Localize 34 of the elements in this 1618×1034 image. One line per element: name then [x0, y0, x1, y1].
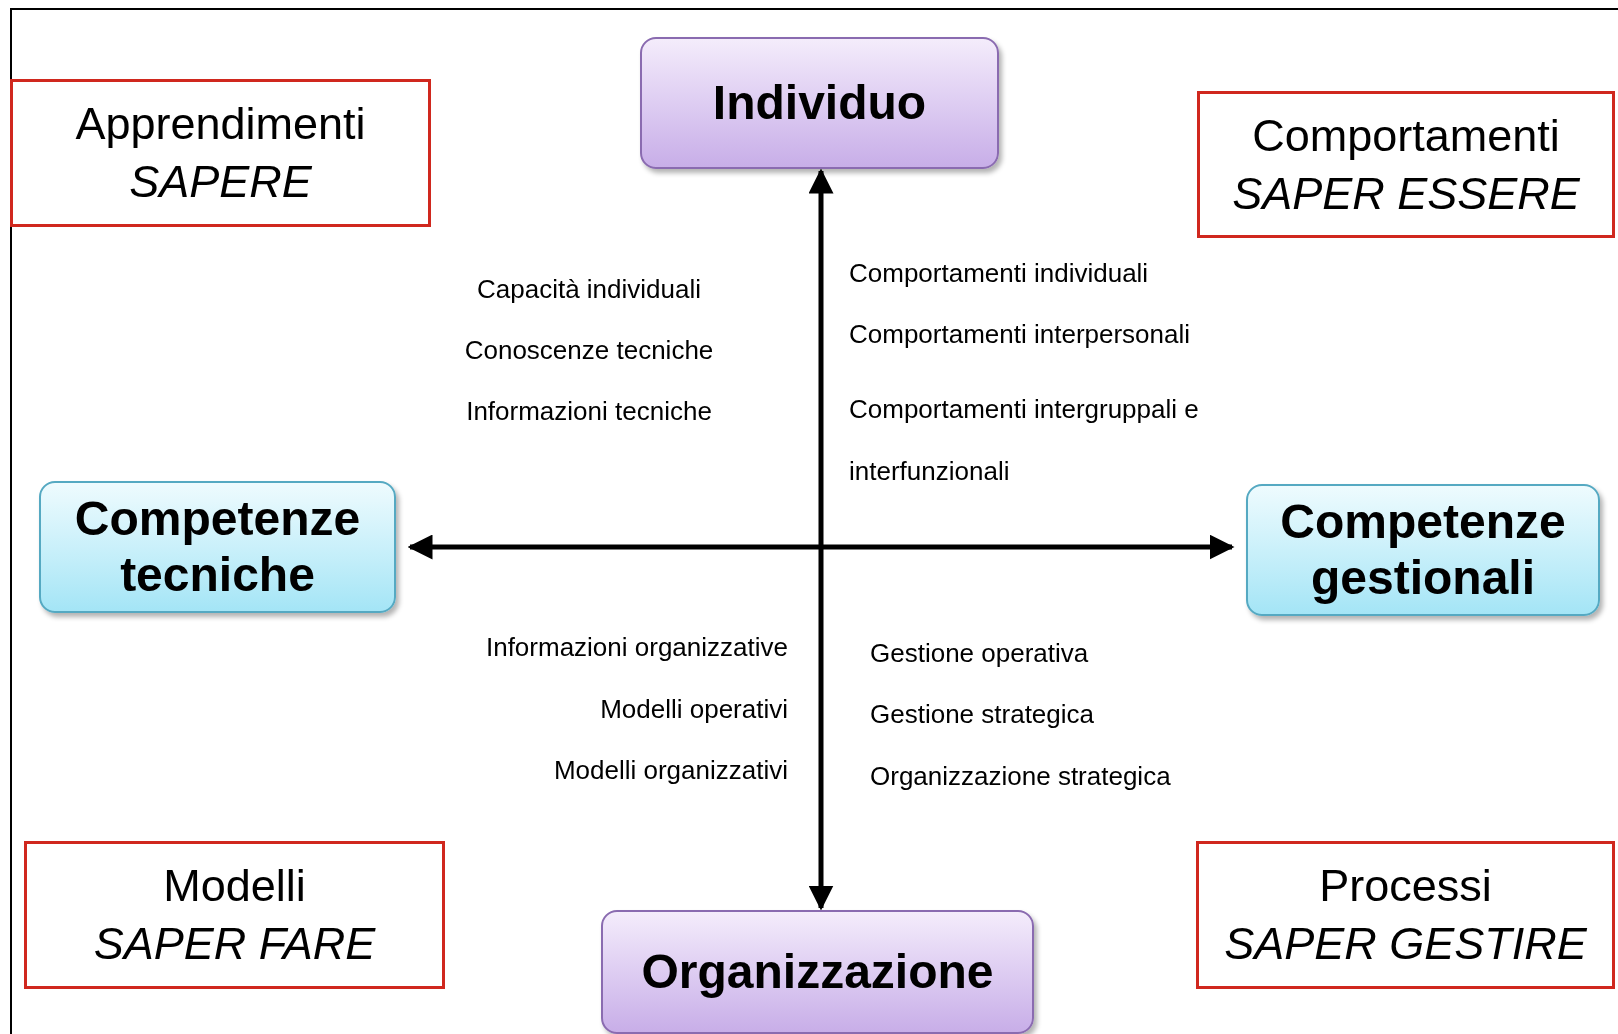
list-item: Comportamenti interpersonali — [849, 318, 1191, 351]
box-title: Modelli — [163, 859, 306, 913]
axis-end-box — [1246, 484, 1600, 616]
list-item: Comportamenti intergruppali e interfunzionali — [849, 393, 1200, 488]
box-title: Processi — [1319, 859, 1492, 913]
box-subtitle: SAPER FARE — [93, 917, 376, 971]
box-title: Competenze gestionali — [1279, 494, 1567, 606]
list-item: Capacità individuali — [477, 273, 701, 306]
list-item: Informazioni tecniche — [466, 395, 712, 428]
list-item: Comportamenti individuali — [849, 257, 1149, 290]
list-item: Informazioni organizzative — [485, 631, 788, 664]
box-subtitle: SAPERE — [129, 155, 312, 209]
category-box — [1196, 841, 1615, 989]
axis-end-box — [640, 37, 999, 169]
axis-end-box — [601, 910, 1034, 1034]
box-subtitle: SAPER GESTIRE — [1224, 917, 1587, 971]
list-item: Organizzazione strategica — [870, 760, 1171, 793]
box-title: Comportamenti — [1252, 108, 1560, 163]
axis-arrow — [407, 534, 1235, 560]
axis-end-box — [39, 481, 396, 613]
list-item: Conoscenze tecniche — [464, 334, 714, 367]
category-box — [10, 79, 431, 227]
box-title: Apprendimenti — [75, 97, 366, 151]
list-item: Gestione operativa — [870, 637, 1089, 670]
list-item: Gestione strategica — [870, 698, 1094, 731]
category-box — [1197, 91, 1615, 238]
box-title: Individuo — [712, 75, 927, 131]
list-item: Modelli operativi — [600, 693, 788, 726]
axis-arrow — [808, 168, 834, 911]
list-item: Modelli organizzativi — [553, 754, 788, 787]
box-title: Organizzazione — [641, 944, 994, 1000]
box-subtitle: SAPER ESSERE — [1232, 166, 1580, 221]
category-box — [24, 841, 445, 989]
box-title: Competenze tecniche — [73, 491, 362, 603]
